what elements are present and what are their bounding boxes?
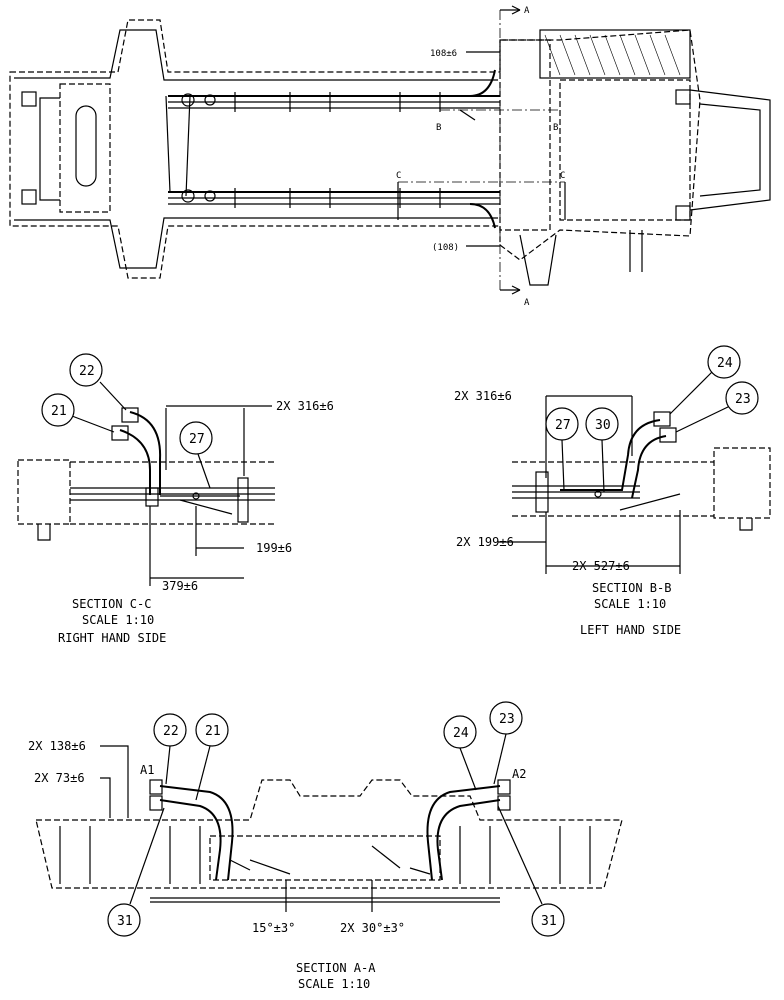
cc-balloon-22-label: 22 (79, 364, 95, 379)
bb-balloon-23 (725, 381, 759, 415)
bb-dim-316: 2X 316±6 (454, 389, 512, 403)
bb-balloon-27 (545, 407, 579, 441)
cc-title: SECTION C-C (72, 597, 151, 611)
dim-108-lower: (108) (432, 243, 459, 253)
bb-scale: SCALE 1:10 (594, 597, 666, 611)
aa-label-a1: A1 (140, 763, 154, 777)
aa-balloon-21-label: 21 (205, 724, 221, 739)
section-cc: 2X 316±6 199±6 379±6 22 21 27 SECTION C-… (17, 353, 334, 645)
bb-side: LEFT HAND SIDE (580, 623, 681, 637)
cc-balloon-27-label: 27 (189, 432, 205, 447)
cc-balloon-21 (41, 393, 75, 427)
cc-balloon-22 (69, 353, 103, 387)
cc-scale: SCALE 1:10 (82, 613, 154, 627)
bb-balloon-24-label: 24 (717, 356, 733, 371)
section-c-marker-left: C (396, 171, 401, 181)
section-c-marker-right: C (560, 171, 565, 181)
aa-balloon-21 (195, 713, 229, 747)
aa-balloon-24-label: 24 (453, 726, 469, 741)
bb-balloon-24 (707, 345, 741, 379)
cc-balloon-27 (179, 421, 213, 455)
bb-balloon-23-label: 23 (735, 392, 751, 407)
aa-angle-30: 2X 30°±3° (340, 921, 405, 935)
cc-side: RIGHT HAND SIDE (58, 631, 166, 645)
bb-balloon-30 (585, 407, 619, 441)
aa-title: SECTION A-A (296, 961, 376, 975)
section-b-marker-right: B (553, 123, 558, 133)
aa-balloon-24 (443, 715, 477, 749)
aa-dim-73: 2X 73±6 (34, 771, 85, 785)
aa-label-a2: A2 (512, 767, 526, 781)
aa-balloon-23-label: 23 (499, 712, 515, 727)
aa-balloon-23 (489, 701, 523, 735)
aa-balloon-31-left-label: 31 (117, 914, 133, 929)
aa-balloon-31-left (107, 903, 141, 937)
bb-dim-527: 2X 527±6 (572, 559, 630, 573)
aa-angle-15: 15°±3° (252, 921, 295, 935)
aa-balloon-22 (153, 713, 187, 747)
section-b-marker-left: B (436, 123, 441, 133)
aa-balloon-31-right-label: 31 (541, 914, 557, 929)
section-a-marker-top: A (524, 6, 530, 16)
aa-scale: SCALE 1:10 (298, 977, 370, 991)
cc-dim-379: 379±6 (162, 579, 198, 593)
section-a-marker-bottom: A (524, 298, 530, 308)
bb-dim-199: 2X 199±6 (456, 535, 514, 549)
bb-balloon-27-label: 27 (555, 418, 571, 433)
aa-balloon-22-label: 22 (163, 724, 179, 739)
cc-balloon-21-label: 21 (51, 404, 67, 419)
cc-dim-316: 2X 316±6 (276, 399, 334, 413)
section-aa: 15°±3° 2X 30°±3° 2X 138±6 2X 73±6 A1 A2 … (28, 701, 623, 991)
bb-balloon-30-label: 30 (595, 418, 611, 433)
cc-dim-199: 199±6 (256, 541, 292, 555)
aa-balloon-31-right (531, 903, 565, 937)
dim-108-upper: 108±6 (430, 49, 457, 59)
top-view: A A B B C C 108±6 (108) (9, 5, 771, 308)
bb-title: SECTION B-B (592, 581, 671, 595)
section-bb: 2X 316±6 2X 199±6 2X 527±6 24 23 27 30 S… (454, 345, 771, 637)
aa-dim-138: 2X 138±6 (28, 739, 86, 753)
